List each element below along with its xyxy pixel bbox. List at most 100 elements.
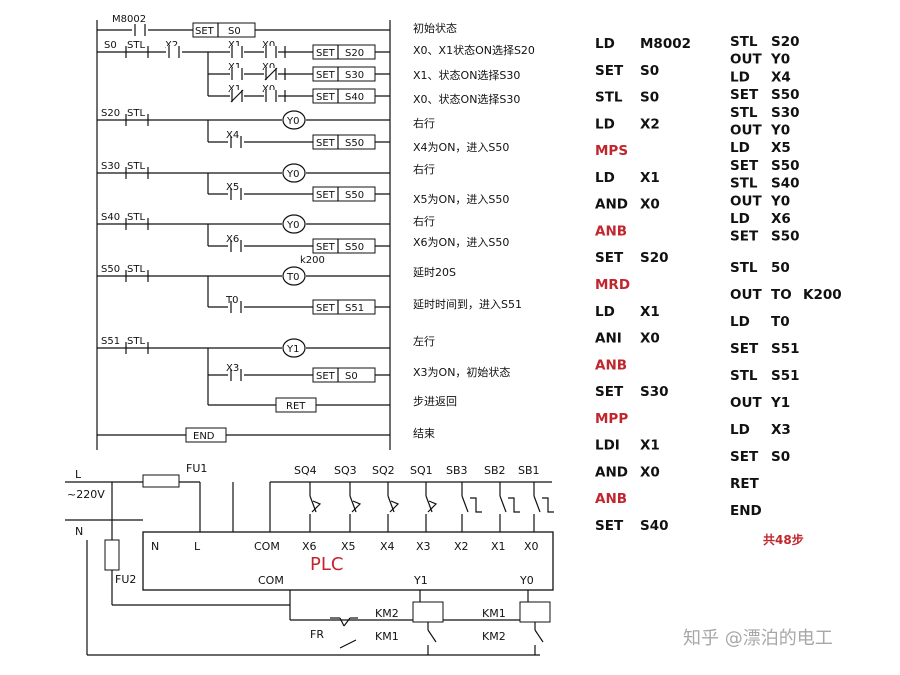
instruction-arg: S30 <box>771 105 800 121</box>
comment: X5为ON，进入S50 <box>413 193 509 206</box>
terminal-label: COM <box>254 540 280 553</box>
relay-label: KM2 <box>375 607 399 620</box>
instruction-arg: X1 <box>640 170 660 186</box>
contact-label: X0 <box>262 84 275 95</box>
instruction-op: OUT <box>730 52 762 68</box>
set-label: SET <box>316 92 336 103</box>
output-coil <box>282 266 306 286</box>
terminal-label: COM <box>258 574 284 587</box>
comment: 延时时间到，进入S51 <box>413 298 522 311</box>
instruction-arg: S50 <box>771 87 800 103</box>
instruction-op: LD <box>595 36 615 52</box>
instruction-op: SET <box>595 250 624 266</box>
instruction-op: RET <box>730 476 760 492</box>
instruction-arg: Y1 <box>770 395 790 411</box>
switch-label: SQ1 <box>410 464 433 477</box>
terminal-label: Y1 <box>413 574 428 587</box>
contact-label: S51 <box>101 336 120 347</box>
instruction-arg: S50 <box>771 229 800 245</box>
comment: X1、状态ON选择S30 <box>413 68 520 82</box>
switch-sb1: SB1 <box>518 464 554 532</box>
instruction-arg: Y0 <box>770 193 790 209</box>
comment: 右行 <box>413 162 435 176</box>
instruction-arg: X6 <box>771 211 791 227</box>
fuse-fu1 <box>142 474 180 488</box>
set-label: SET <box>316 48 336 59</box>
plc-label: PLC <box>310 554 343 575</box>
instruction-op: MPS <box>595 143 628 159</box>
set-target: S40 <box>345 92 364 103</box>
rung-ret: RET <box>207 375 390 413</box>
set-box <box>312 299 376 315</box>
instruction-row: END <box>730 503 762 519</box>
branch-row-1: X1 X0 SET S20 <box>228 40 376 60</box>
terminal-label: X5 <box>341 540 356 553</box>
instruction-op: STL <box>595 90 623 106</box>
instruction-arg: S0 <box>640 63 659 79</box>
instruction-op: LD <box>730 140 750 156</box>
instruction-op: OUT <box>730 395 762 411</box>
branch-row-2: X1 X0 SET S30 <box>228 62 376 82</box>
comment: X0、状态ON选择S30 <box>413 92 520 106</box>
instruction-op: STL <box>730 368 758 384</box>
terminal-label: X2 <box>454 540 469 553</box>
instruction-row: RET <box>730 476 760 492</box>
instruction-arg: 50 <box>771 260 790 276</box>
set-target: S0 <box>228 26 241 37</box>
relay-km1-coil <box>519 601 551 623</box>
contact-label: S40 <box>101 212 120 223</box>
contact-label: STL <box>127 212 145 223</box>
contact-label: M8002 <box>112 14 146 25</box>
output-coil <box>282 214 306 234</box>
contact-label: X4 <box>226 130 239 141</box>
instruction-op: ANB <box>595 223 627 239</box>
instruction-arg: S51 <box>771 368 800 384</box>
set-label: SET <box>316 303 336 314</box>
instruction-op: OUT <box>730 193 762 209</box>
comment: X0、X1状态ON选择S20 <box>413 43 535 57</box>
contact-label: STL <box>127 108 145 119</box>
terminal-label: X4 <box>380 540 395 553</box>
interlock-label: KM2 <box>482 630 506 643</box>
set-target: S50 <box>345 242 364 253</box>
set-target: S0 <box>345 371 358 382</box>
instruction-arg: S40 <box>771 176 800 192</box>
instruction-op: STL <box>730 260 758 276</box>
contact-label: S0 <box>104 40 117 51</box>
coil-label: RET <box>286 401 306 412</box>
instruction-op: SET <box>730 449 759 465</box>
contact-label: STL <box>127 161 145 172</box>
instruction-arg: X3 <box>771 422 791 438</box>
instruction-op: LD <box>730 422 750 438</box>
instruction-arg: TO <box>771 287 792 303</box>
instruction-op: LD <box>595 170 615 186</box>
contact-label: T0 <box>225 295 238 306</box>
instruction-arg: X2 <box>640 116 660 132</box>
instruction-row: LD X1 <box>595 170 660 186</box>
instruction-op: LD <box>730 211 750 227</box>
contact-label: S50 <box>101 264 120 275</box>
fuse-label: FU2 <box>115 573 136 586</box>
switch-label: SQ2 <box>372 464 395 477</box>
comment: 结束 <box>413 427 435 440</box>
comment: 右行 <box>413 214 435 228</box>
instruction-row: OUT Y1 <box>730 395 790 411</box>
